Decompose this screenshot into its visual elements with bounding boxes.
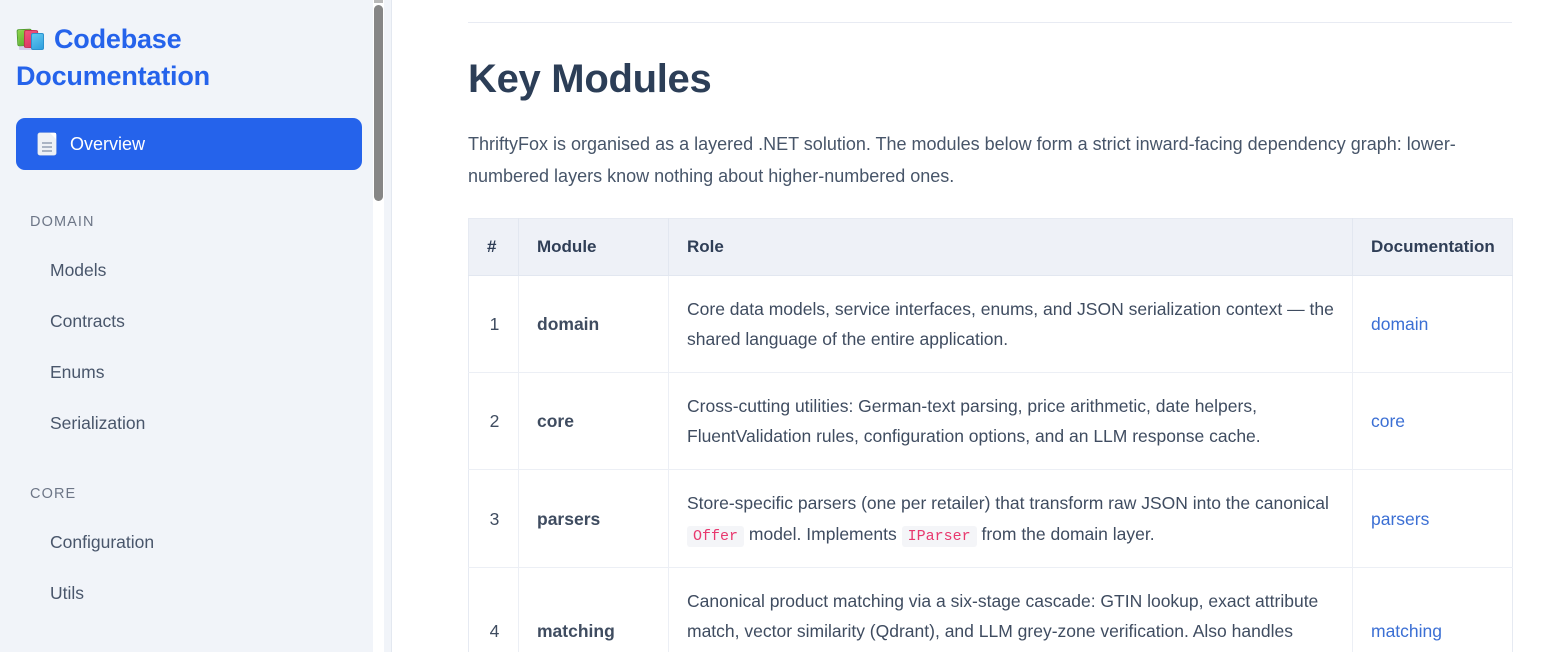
cell-module: core [518,372,669,471]
brand-line-1: Codebase [16,22,364,57]
code-offer: Offer [687,525,745,547]
cell-module: matching [518,567,669,652]
documentation-link[interactable]: core [1371,411,1406,432]
table-row: 1 domain Core data models, service inter… [468,275,1513,374]
cell-documentation: domain [1352,275,1513,374]
sidebar-item-configuration[interactable]: Configuration [50,532,155,553]
table-body: 1 domain Core data models, service inter… [468,275,1513,652]
sidebar-section-title-core: CORE [30,486,77,503]
cell-role: Store-specific parsers (one per retailer… [668,469,1353,569]
sidebar-item-enums[interactable]: Enums [50,362,105,383]
cell-num: 1 [468,275,519,374]
role-text: Cross-cutting utilities: German-text par… [687,396,1261,447]
cell-module: domain [518,275,669,374]
cell-documentation: parsers [1352,469,1513,569]
content-top-divider [468,22,1512,23]
content-inner: Key Modules ThriftyFox is organised as a… [392,57,1560,652]
sidebar-scrollbar-cap [374,0,383,3]
sidebar-item-contracts[interactable]: Contracts [50,311,125,332]
sidebar-item-overview-label: Overview [70,133,146,154]
cell-num: 4 [468,567,519,652]
sidebar-item-overview[interactable]: Overview [16,118,362,171]
column-header-documentation: Documentation [1352,218,1513,277]
cell-num: 3 [468,469,519,569]
code-iparser: IParser [901,525,977,547]
sidebar-item-serialization[interactable]: Serialization [50,413,146,434]
cell-role: Cross-cutting utilities: German-text par… [668,372,1353,471]
table-header-row: # Module Role Documentation [468,218,1513,277]
role-text-part1: Store-specific parsers (one per retailer… [687,493,1329,514]
cell-documentation: matching [1353,568,1513,652]
sidebar-scrollbar-track[interactable] [373,0,384,652]
documentation-link[interactable]: matching [1371,621,1443,642]
role-text: Core data models, service interfaces, en… [687,299,1334,350]
page-title: Key Modules [468,57,712,101]
role-text-part3: from the domain layer. [976,523,1155,544]
sidebar-section-title-domain: DOMAIN [30,214,95,231]
documentation-link[interactable]: domain [1371,314,1429,335]
brand[interactable]: Codebase Documentation [0,18,380,93]
table-row: 3 parsers Store-specific parsers (one pe… [468,469,1513,569]
sidebar-group-core: CORE Configuration Utils [0,486,380,604]
sidebar-item-utils[interactable]: Utils [50,583,85,604]
intro-paragraph: ThriftyFox is organised as a layered .NE… [468,134,1456,187]
column-header-num: # [468,218,519,277]
cell-role: Canonical product matching via a six-sta… [668,567,1353,652]
brand-title-line2: Documentation [16,60,210,91]
sidebar-content: Codebase Documentation Overview DOMAIN M… [0,0,380,604]
table-row: 4 matching Canonical product matching vi… [468,567,1513,652]
table-row: 2 core Cross-cutting utilities: German-t… [468,372,1513,471]
brand-title-line1: Codebase [54,24,182,54]
sidebar-group-domain: DOMAIN Models Contracts Enums Serializat… [0,214,380,434]
sidebar-scrollbar-thumb[interactable] [374,5,383,201]
sidebar-item-models[interactable]: Models [50,260,107,281]
cell-num: 2 [468,372,519,471]
column-header-role: Role [668,218,1353,277]
cell-module: parsers [518,469,669,569]
document-icon [38,133,56,156]
books-icon [16,27,46,53]
role-text-part2: model. Implements [744,523,902,544]
documentation-link[interactable]: parsers [1371,508,1430,529]
main-content: Key Modules ThriftyFox is organised as a… [392,0,1560,652]
role-text: Canonical product matching via a six-sta… [687,591,1319,652]
cell-role: Core data models, service interfaces, en… [668,275,1353,374]
key-modules-table: # Module Role Documentation 1 domain Cor… [468,218,1513,652]
column-header-module: Module [518,218,669,277]
cell-documentation: core [1352,372,1513,471]
sidebar: Codebase Documentation Overview DOMAIN M… [0,0,392,652]
table-head: # Module Role Documentation [468,218,1513,277]
